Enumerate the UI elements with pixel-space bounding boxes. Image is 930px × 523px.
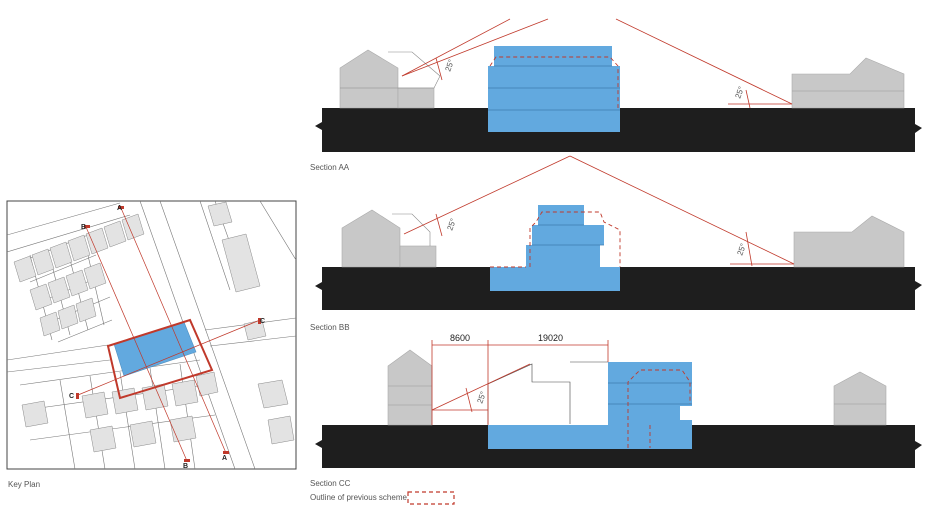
building	[221, 233, 261, 293]
building	[195, 371, 219, 397]
neighbour-left	[339, 49, 441, 109]
street-line	[7, 202, 121, 236]
section-cc: 8600 19020 25°	[315, 333, 922, 468]
building	[75, 297, 97, 323]
angle-tick	[435, 57, 443, 81]
section-aa: 25° 25°	[315, 18, 922, 152]
section-bb: 25° 25°	[315, 155, 922, 310]
marker-tick	[223, 451, 229, 454]
street-line	[7, 214, 131, 253]
sight-line	[403, 155, 571, 235]
building	[121, 213, 145, 241]
building	[57, 304, 79, 330]
sight-line	[401, 18, 511, 77]
building	[67, 234, 91, 262]
building	[169, 415, 197, 443]
neighbour-right	[793, 215, 905, 268]
legend-label: Outline of previous scheme	[310, 493, 407, 502]
angle-bb-left: 25°	[445, 217, 458, 231]
proposal-section-aa	[488, 46, 620, 132]
sight-line	[615, 18, 793, 105]
building	[111, 387, 139, 415]
site-boundary	[106, 318, 214, 400]
building	[103, 220, 127, 248]
key-plan-label: Key Plan	[8, 480, 40, 489]
building	[267, 415, 295, 445]
marker-tick	[184, 459, 190, 462]
marker-a-bottom: A	[222, 455, 227, 462]
marker-c-left: C	[69, 393, 74, 400]
angle-aa-right: 25°	[733, 85, 746, 99]
neighbour-right	[791, 57, 905, 109]
building	[13, 255, 37, 283]
building	[31, 248, 55, 276]
building	[89, 425, 117, 453]
street-line	[7, 344, 109, 361]
street-line	[209, 335, 296, 347]
angle-tick	[465, 387, 473, 413]
building	[171, 379, 199, 407]
plot-lines	[59, 363, 196, 469]
angle-bb-right: 25°	[735, 242, 748, 256]
section-aa-label: Section AA	[310, 163, 350, 172]
street-line	[7, 359, 111, 373]
angle-tick	[435, 213, 443, 237]
marker-tick	[118, 206, 124, 209]
dimension-cc-a: 8600	[450, 333, 470, 343]
street-line	[159, 201, 256, 469]
section-bb-label: Section BB	[310, 323, 350, 332]
sight-line	[431, 363, 531, 411]
marker-tick	[76, 393, 79, 399]
section-line-c	[77, 319, 261, 396]
section-line-b	[85, 226, 188, 462]
building	[47, 276, 71, 304]
sight-line	[401, 18, 549, 77]
angle-tick	[745, 231, 753, 267]
marker-tick	[258, 318, 261, 324]
sight-line	[569, 155, 795, 265]
key-plan: A A B B C C	[6, 200, 297, 470]
marker-tick	[84, 225, 90, 228]
neighbour-right	[833, 371, 887, 426]
building	[65, 269, 89, 297]
dimension-cc-b: 19020	[538, 333, 563, 343]
marker-a-top: A	[117, 205, 122, 212]
neighbour-left	[341, 209, 437, 268]
legend-swatch-previous-scheme	[407, 491, 455, 505]
proposal-section-bb	[490, 205, 621, 291]
angle-tick	[745, 89, 751, 109]
building	[257, 379, 289, 409]
building	[21, 400, 49, 428]
building	[29, 283, 53, 311]
building	[81, 391, 109, 419]
proposal-section-cc	[487, 361, 692, 449]
building	[141, 383, 169, 411]
section-cc-label: Section CC	[310, 479, 351, 488]
building	[85, 227, 109, 255]
building	[39, 311, 61, 337]
building	[129, 420, 157, 448]
neighbour-left	[387, 349, 433, 426]
building	[207, 201, 233, 227]
section-line-a	[120, 207, 227, 454]
marker-b-top: B	[81, 224, 86, 231]
angle-cc-left: 25°	[475, 390, 488, 404]
marker-c-right: C	[260, 318, 265, 325]
angle-aa-left: 25°	[443, 58, 456, 72]
marker-b-bottom: B	[183, 463, 188, 470]
building	[49, 241, 73, 269]
building	[83, 262, 107, 290]
